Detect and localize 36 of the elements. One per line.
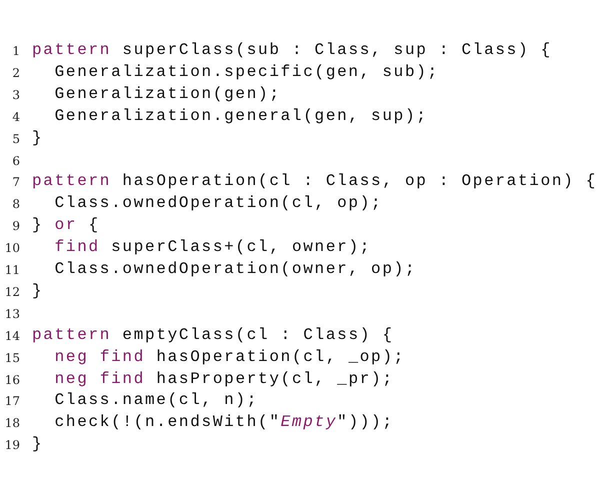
code-line: neg find hasOperation(cl, _op); — [54, 348, 405, 366]
line-number: 3 — [12, 88, 20, 102]
line-number: 15 — [4, 350, 20, 365]
line-number: 9 — [12, 219, 20, 234]
line-number: 1 — [12, 44, 20, 58]
line-number: 10 — [4, 241, 20, 256]
code-line: neg find hasProperty(cl, _pr); — [54, 370, 394, 388]
line-number: 17 — [4, 394, 20, 408]
code-line: check(!(n.endsWith("Empty"))); — [54, 413, 394, 432]
code-line: pattern hasOperation(cl : Class, op : Operation) { — [32, 172, 598, 190]
line-number: 18 — [4, 416, 20, 430]
line-number: 12 — [4, 284, 20, 299]
line-number: 16 — [4, 372, 20, 386]
line-number: 14 — [4, 328, 20, 343]
line-number: 4 — [12, 110, 20, 124]
code-line: } or { — [32, 216, 100, 234]
code-line: Generalization(gen); — [54, 84, 281, 103]
line-number: 6 — [12, 154, 20, 168]
line-number: 8 — [12, 197, 20, 212]
code-line: Generalization.specific(gen, sub); — [54, 62, 439, 81]
code-line: Class.ownedOperation(cl, op); — [54, 194, 382, 212]
code-line: Class.name(cl, n); — [54, 391, 258, 410]
code-line: pattern emptyClass(cl : Class) { — [32, 326, 394, 344]
code-line: pattern superClass(sub : Class, sup : Class) { — [32, 41, 552, 59]
line-number: 2 — [12, 66, 20, 80]
line-number: 19 — [4, 438, 20, 452]
line-number: 7 — [12, 175, 20, 190]
code-line: Generalization.general(gen, sup); — [54, 106, 428, 125]
code-line: find superClass+(cl, owner); — [54, 238, 372, 256]
code-line: } — [32, 282, 44, 300]
line-number: 5 — [12, 132, 20, 146]
code-line: } — [32, 128, 44, 147]
line-number: 11 — [4, 263, 20, 277]
line-number: 13 — [4, 306, 20, 321]
code-line: Class.ownedOperation(owner, op); — [54, 260, 416, 278]
code-line: } — [32, 435, 44, 454]
